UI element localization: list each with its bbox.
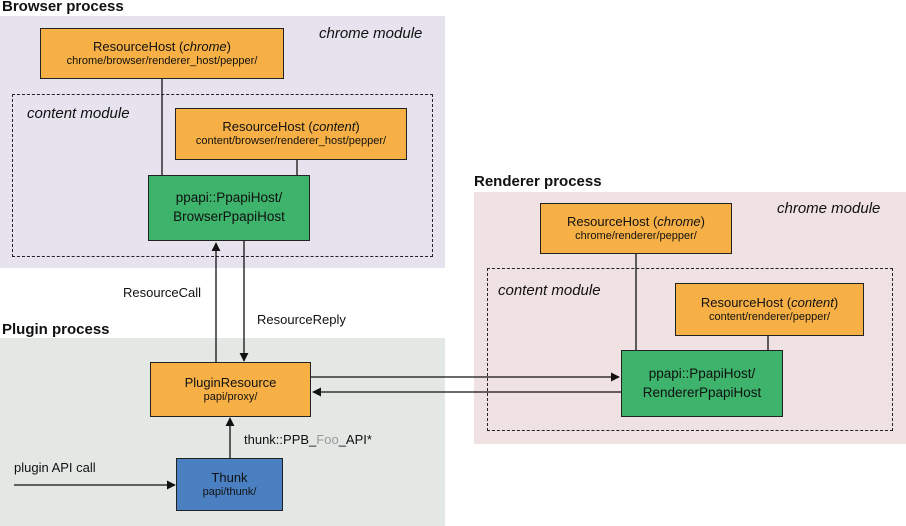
browser-content-resource-host: ResourceHost (content) content/browser/r… <box>175 108 407 160</box>
browser-process-title: Browser process <box>2 0 124 15</box>
thunk-box: Thunk papi/thunk/ <box>176 458 283 511</box>
thunk-api-foo: Foo <box>316 432 339 447</box>
renderer-chrome-host-path: chrome/renderer/pepper/ <box>575 229 697 242</box>
browser-chrome-host-name: ResourceHost ( <box>92 38 184 54</box>
renderer-process-title: Renderer process <box>474 173 602 190</box>
renderer-chrome-host-qualifier: chrome <box>657 213 701 229</box>
renderer-ppapi-host-line2: RendererPpapiHost <box>642 384 762 400</box>
plugin-resource-name: PluginResource <box>184 374 277 390</box>
plugin-resource-box: PluginResource papi/proxy/ <box>150 362 311 417</box>
renderer-content-module-label: content module <box>498 282 601 299</box>
renderer-content-resource-host: ResourceHost (content) content/renderer/… <box>675 283 864 336</box>
browser-chrome-host-qualifier: chrome <box>183 38 227 54</box>
renderer-chrome-module-label: chrome module <box>777 200 881 217</box>
resource-reply-label: ResourceReply <box>257 312 346 327</box>
browser-chrome-module-label: chrome module <box>319 25 423 42</box>
thunk-api-suffix: _API* <box>338 432 372 447</box>
browser-ppapi-host: ppapi::PpapiHost/ BrowserPpapiHost <box>148 175 310 241</box>
renderer-chrome-host-name: ResourceHost ( <box>566 213 658 229</box>
browser-content-module-border <box>12 94 433 257</box>
browser-chrome-host-path: chrome/browser/renderer_host/pepper/ <box>66 54 258 67</box>
renderer-chrome-resource-host: ResourceHost (chrome) chrome/renderer/pe… <box>540 203 732 254</box>
renderer-content-host-close: ) <box>833 294 839 310</box>
renderer-content-host-path: content/renderer/pepper/ <box>708 310 831 323</box>
renderer-ppapi-host: ppapi::PpapiHost/ RendererPpapiHost <box>621 350 783 417</box>
plugin-api-call-label: plugin API call <box>14 460 96 475</box>
renderer-content-module-border <box>487 268 893 431</box>
renderer-ppapi-host-line1: ppapi::PpapiHost/ <box>648 365 756 381</box>
browser-content-host-path: content/browser/renderer_host/pepper/ <box>195 135 387 148</box>
thunk-path: papi/thunk/ <box>202 485 257 498</box>
renderer-chrome-host-close: ) <box>700 213 705 229</box>
browser-content-host-qualifier: content <box>312 119 356 134</box>
browser-ppapi-host-line1: ppapi::PpapiHost/ <box>175 190 283 206</box>
browser-ppapi-host-line2: BrowserPpapiHost <box>173 209 285 224</box>
plugin-resource-path: papi/proxy/ <box>203 390 258 403</box>
browser-content-host-close: ) <box>355 119 360 134</box>
renderer-content-host-name: ResourceHost ( <box>700 294 792 310</box>
resource-call-label: ResourceCall <box>123 285 202 300</box>
browser-chrome-resource-host: ResourceHost (chrome) chrome/browser/ren… <box>40 28 284 79</box>
renderer-content-host-qualifier: content <box>791 294 834 310</box>
browser-content-module-label: content module <box>27 105 130 122</box>
thunk-api-prefix: thunk::PPB_ <box>244 432 317 447</box>
browser-chrome-host-close: ) <box>226 38 231 54</box>
thunk-api-label: thunk::PPB_Foo_API* <box>244 432 372 447</box>
plugin-process-title: Plugin process <box>2 321 110 338</box>
thunk-name: Thunk <box>211 469 248 485</box>
browser-content-host-name: ResourceHost ( <box>222 119 313 134</box>
